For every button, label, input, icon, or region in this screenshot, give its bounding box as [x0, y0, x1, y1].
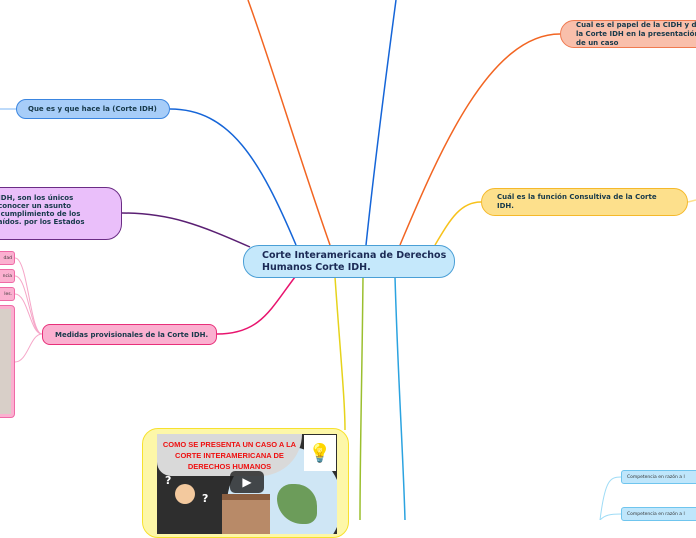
topic-medidas[interactable]: Medidas provisionales de la Corte IDH.	[42, 324, 217, 345]
topic-cidh-label: Cual es el papel de la CIDH y de la Cort…	[576, 20, 696, 47]
subtopic-label: Competencia en razón a l	[627, 511, 685, 517]
central-topic-label: Corte Interamericana de Derechos Humanos…	[262, 249, 447, 273]
subtopic-medidas-image[interactable]	[0, 305, 15, 418]
subtopic-competencia-2[interactable]: Competencia en razón a l	[621, 507, 696, 521]
subtopic-label: ncia	[2, 273, 12, 279]
topic-competencia-contenciosa[interactable]: e IDH, son los únicos a conocer un asunt…	[0, 187, 122, 240]
topic-purple-label: e IDH, son los únicos a conocer un asunt…	[0, 193, 85, 226]
connector-consultiva-right	[687, 199, 696, 203]
question-mark-icon: ?	[202, 492, 209, 505]
connector-lightblue	[394, 276, 406, 520]
topic-consultiva-label: Cuál es la función Consultiva de la Cort…	[497, 193, 657, 210]
topic-que-es-label: Que es y que hace la (Corte IDH)	[28, 105, 157, 113]
connector-cidh	[399, 33, 561, 246]
connector-medidas	[216, 276, 296, 335]
subtopic-label: dad	[3, 255, 12, 261]
connector-consultiva	[434, 201, 482, 246]
central-topic[interactable]: Corte Interamericana de Derechos Humanos…	[243, 245, 455, 278]
topic-cidh[interactable]: Cual es el papel de la CIDH y de la Cort…	[560, 20, 696, 48]
connector-orange-top	[247, 0, 331, 246]
connector-purple	[121, 212, 251, 248]
video-title: COMO SE PRESENTA UN CASO A LA CORTE INTE…	[157, 434, 302, 476]
subtopic-competencia-1[interactable]: Competencia en razón a l	[621, 470, 696, 484]
subtopic-medidas-3[interactable]: les.	[0, 287, 15, 301]
connector-green	[359, 276, 364, 520]
person-illustration	[175, 484, 195, 504]
topic-medidas-label: Medidas provisionales de la Corte IDH.	[55, 330, 209, 339]
topic-que-es[interactable]: Que es y que hace la (Corte IDH)	[16, 99, 170, 119]
image-placeholder	[0, 309, 11, 414]
court-building-illustration	[222, 494, 270, 534]
topic-consultiva[interactable]: Cuál es la función Consultiva de la Cort…	[481, 188, 688, 216]
connector-blue-top	[365, 0, 397, 246]
play-icon[interactable]: ▶	[230, 471, 264, 493]
subtopic-medidas-1[interactable]: dad	[0, 251, 15, 265]
video-topic[interactable]: COMO SE PRESENTA UN CASO A LA CORTE INTE…	[142, 428, 349, 538]
video-thumbnail[interactable]: COMO SE PRESENTA UN CASO A LA CORTE INTE…	[157, 434, 337, 534]
subtopic-label: Competencia en razón a l	[627, 474, 685, 480]
connector-video	[334, 276, 346, 431]
connector-lines	[0, 0, 696, 520]
subtopic-medidas-2[interactable]: ncia	[0, 269, 15, 283]
lightbulb-brain-logo-icon: 💡	[304, 435, 336, 471]
subtopic-label: les.	[4, 291, 12, 297]
question-mark-icon: ?	[165, 474, 172, 487]
connector-que-es	[169, 108, 297, 246]
